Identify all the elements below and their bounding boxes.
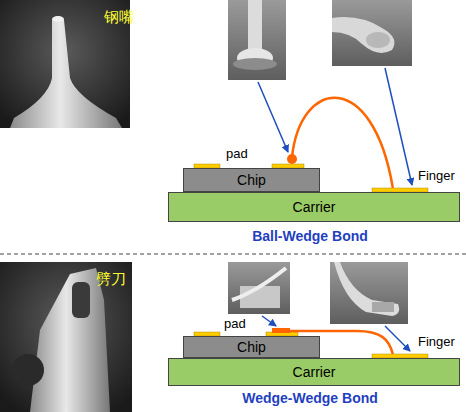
bond-type-caption: Wedge-Wedge Bond	[242, 390, 378, 406]
finger-label: Finger	[418, 168, 455, 183]
tool-name: 劈刀	[96, 270, 126, 289]
bond-type-caption: Ball-Wedge Bond	[252, 228, 368, 244]
box-text: Chip	[237, 339, 266, 355]
chip-box: Chip	[183, 336, 320, 358]
chip-box: Chip	[183, 168, 320, 192]
wedge-bond-sem	[332, 0, 412, 66]
leader-arrow	[258, 82, 288, 152]
box-text: Carrier	[293, 199, 336, 215]
wedge-tool-photo	[0, 262, 132, 412]
pad-label: pad	[226, 146, 248, 161]
box-text: Carrier	[293, 364, 336, 380]
leader-arrow	[262, 316, 276, 326]
ball-bond-sem	[228, 0, 286, 80]
box-text: Chip	[237, 172, 266, 188]
carrier-box: Carrier	[168, 358, 460, 386]
wedge-bond-sem	[330, 262, 408, 324]
finger-label: Finger	[418, 334, 455, 349]
wedge-bond-sem	[228, 262, 290, 314]
leader-arrow	[385, 326, 410, 351]
separator	[0, 254, 466, 255]
pad-label: pad	[224, 316, 246, 331]
tool-name: 钢嘴	[104, 8, 134, 27]
carrier-box: Carrier	[168, 192, 460, 222]
